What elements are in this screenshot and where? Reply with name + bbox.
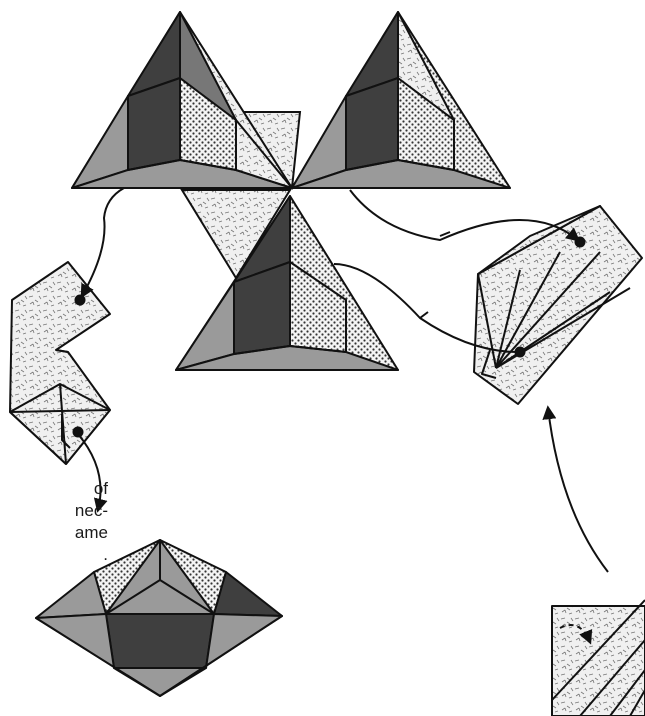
pyramid-right <box>292 12 510 188</box>
folded-strip-unit <box>10 262 110 464</box>
caption-line-4: . <box>0 544 108 566</box>
pyramid-left <box>72 12 292 188</box>
caption-line-3: ame <box>0 522 108 544</box>
arrow-strip-to-left-pyramid <box>82 188 124 296</box>
arrow-square-to-fan <box>548 408 608 572</box>
fan-unit <box>474 206 642 404</box>
caption-text: of nec- ame . <box>0 478 108 566</box>
folded-square-partial <box>552 600 645 716</box>
caption-line-1: of <box>0 478 108 500</box>
caption-line-2: nec- <box>0 500 108 522</box>
